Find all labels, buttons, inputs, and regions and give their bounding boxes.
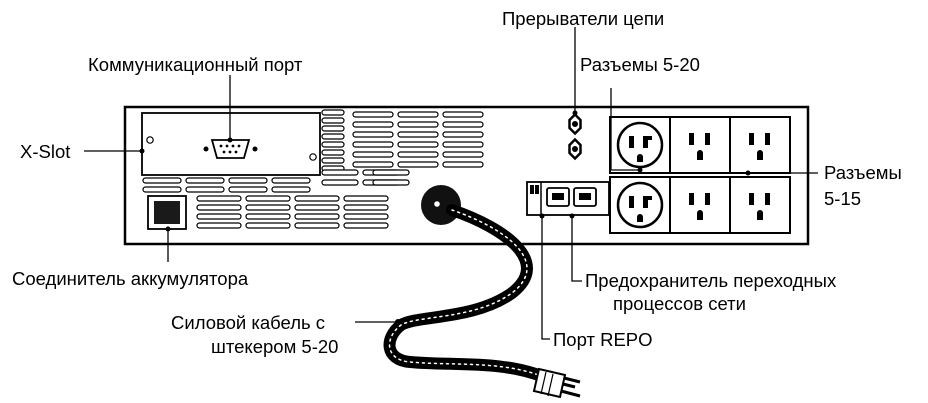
vent-slot xyxy=(343,204,389,211)
vent-slot xyxy=(321,169,359,176)
vent-slot xyxy=(245,204,291,211)
vent-slot xyxy=(397,131,439,138)
vent-slot xyxy=(442,111,484,118)
vent-slot xyxy=(372,179,410,186)
5-20-plug xyxy=(532,367,581,399)
vent-slot xyxy=(185,177,225,184)
vent-slot xyxy=(271,186,311,193)
vent-slot xyxy=(343,213,389,220)
vent-slot xyxy=(397,111,439,118)
vent-slot xyxy=(228,177,268,184)
vent-slot xyxy=(352,141,394,148)
power-cord xyxy=(383,185,552,384)
vent-slot xyxy=(352,151,394,158)
vent-slot xyxy=(372,169,410,176)
vent-slot xyxy=(321,109,345,116)
outlet-bank xyxy=(609,116,791,234)
vent-slot xyxy=(196,195,242,202)
vent-slot xyxy=(321,125,345,132)
vent-slot xyxy=(142,186,182,193)
vent-slot xyxy=(321,179,359,186)
vent-slot xyxy=(196,213,242,220)
vent-slot xyxy=(352,121,394,128)
battery-connector xyxy=(147,195,187,230)
label-outlets-5-15-line2: 5-15 xyxy=(824,188,861,209)
vent-slot xyxy=(343,195,389,202)
vent-slot xyxy=(442,141,484,148)
vent-slot xyxy=(245,222,291,229)
vent-slot xyxy=(228,186,268,193)
circuit-breakers xyxy=(568,112,582,161)
vent-slot xyxy=(294,195,340,202)
label-circuit-breakers: Прерыватели цепи xyxy=(502,8,664,29)
vent-slot xyxy=(352,131,394,138)
vent-slot xyxy=(321,149,345,156)
vent-slot xyxy=(442,121,484,128)
vent-slot xyxy=(397,121,439,128)
label-battery-connector: Соединитель аккумулятора xyxy=(12,268,249,289)
vent-slot xyxy=(294,222,340,229)
vent-slot xyxy=(321,157,345,164)
vent-slot xyxy=(343,222,389,229)
vent-slot xyxy=(245,213,291,220)
outlet-5-20 xyxy=(609,176,671,234)
outlet-5-15 xyxy=(669,176,731,234)
label-power-cord-line2: штекером 5-20 xyxy=(211,336,338,357)
vent-slot xyxy=(397,151,439,158)
outlet-5-20 xyxy=(609,116,671,174)
vent-slot xyxy=(397,161,439,168)
vent-slot xyxy=(185,186,225,193)
vent-slot xyxy=(352,111,394,118)
vent-slot xyxy=(321,133,345,140)
label-power-cord-line1: Силовой кабель с xyxy=(171,312,325,333)
network-surge-protector-jacks xyxy=(546,187,597,207)
vent-slot xyxy=(271,177,311,184)
vent-slot xyxy=(442,151,484,158)
vent-slot xyxy=(294,213,340,220)
vent-slot xyxy=(352,161,394,168)
outlet-5-15 xyxy=(729,176,791,234)
label-communication-port: Коммуникационный порт xyxy=(88,54,303,75)
vent-slot xyxy=(142,177,182,184)
vent-slot xyxy=(196,222,242,229)
vent-slot xyxy=(245,195,291,202)
vent-slot xyxy=(442,161,484,168)
vent-slot xyxy=(397,141,439,148)
outlet-5-15 xyxy=(669,116,731,174)
label-outlets-5-20: Разъемы 5-20 xyxy=(580,54,700,75)
label-outlets-5-15-line1: Разъемы xyxy=(824,162,902,183)
outlet-5-15 xyxy=(729,116,791,174)
label-surge-protector-line2: процессов сети xyxy=(613,293,746,314)
label-x-slot: X-Slot xyxy=(20,141,70,162)
vent-slot xyxy=(321,117,345,124)
vent-slot xyxy=(196,204,242,211)
leader-lines xyxy=(84,27,818,340)
label-surge-protector-line1: Предохранитель переходных xyxy=(585,270,837,291)
vent-slot xyxy=(442,131,484,138)
communication-port-connector xyxy=(203,139,258,159)
label-repo-port: Порт REPO xyxy=(553,329,653,350)
vent-slot xyxy=(321,141,345,148)
leader-dots xyxy=(139,110,751,325)
ventilation-slots xyxy=(142,109,484,229)
vent-slot xyxy=(294,204,340,211)
